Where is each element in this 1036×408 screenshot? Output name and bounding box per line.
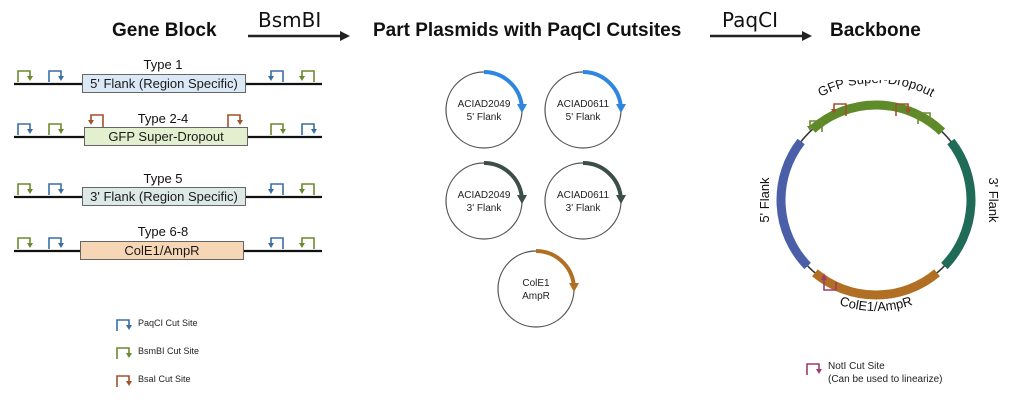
insert-arc: [535, 249, 576, 285]
bsmbi-cut-site-icon: [17, 183, 33, 195]
plasmid-name: ACIAD2049: [457, 190, 511, 201]
part-plasmid: ColE1 AmpR: [496, 249, 579, 329]
plasmid-part: 3' Flank: [466, 203, 502, 214]
paqci-cut-site-icon: [116, 319, 132, 331]
backbone-title: Backbone: [830, 20, 921, 41]
plasmid-circle: [497, 249, 579, 328]
gfp-segment: [809, 100, 946, 135]
type-label: Type 1: [143, 57, 183, 72]
insert-arrowhead: [517, 104, 527, 113]
plasmid-part: AmpR: [522, 291, 550, 302]
noti-cut-site-icon: [806, 363, 822, 375]
plasmid-part: 5' Flank: [565, 112, 601, 123]
noti-cut-site-icon: [821, 273, 837, 291]
flank5-segment: [776, 138, 811, 270]
plasmid-name: ACIAD0611: [556, 190, 610, 201]
bsmbi-cut-site-icon: [270, 123, 286, 135]
insert-arrowhead: [616, 104, 626, 113]
insert-arrowhead: [517, 195, 527, 204]
paqci-step-label: PaqCI: [722, 8, 778, 32]
paqci-cut-site-icon: [301, 123, 317, 135]
noti-legend-label: NotI Cut Site: [828, 361, 885, 372]
gfp-segment-label: GFP Super-Dropout: [815, 80, 937, 100]
bsmbi-cut-site-icon: [299, 183, 315, 195]
bsmbi-cut-site-icon: [917, 112, 933, 124]
part-box-5-flank: 5' Flank (Region Specific): [82, 74, 246, 93]
flank5-segment-label: 5' Flank: [760, 177, 772, 223]
plasmid-circle: [544, 161, 626, 240]
plasmid-name: ACIAD2049: [457, 99, 511, 110]
insert-arc: [582, 70, 623, 106]
paqci-process-arrow: [710, 31, 812, 41]
bsmbi-step-label: BsmBI: [258, 8, 322, 32]
plasmid-part: 5' Flank: [466, 112, 502, 123]
bsmbi-process-arrow: [248, 31, 350, 41]
bsmbi-cut-site-icon: [17, 237, 33, 249]
plasmid-part: 3' Flank: [565, 203, 601, 214]
paqci-glyph: [116, 319, 132, 331]
plasmid-name: ACIAD0611: [556, 99, 610, 110]
noti-legend-note: (Can be used to linearize): [828, 374, 943, 385]
insert-arc: [483, 161, 524, 197]
insert-arrowhead: [569, 283, 579, 292]
bsai-glyph: [116, 375, 132, 387]
insert-arc: [582, 161, 623, 197]
part-box-gfp-dropout: GFP Super-Dropout: [84, 127, 248, 146]
legend-label: BsaI Cut Site: [138, 374, 191, 384]
part-plasmid: ACIAD2049 5' Flank: [444, 70, 527, 150]
paqci-cut-site-icon: [48, 70, 64, 82]
cole1-segment-label: ColE1/AmpR: [838, 293, 914, 314]
bsmbi-cut-site-icon: [48, 123, 64, 135]
cole1-segment: [812, 269, 940, 300]
noti-glyph: [806, 363, 822, 375]
bsai-cut-site-icon: [831, 103, 847, 116]
plasmid-circle: [445, 70, 527, 149]
paqci-cut-site-icon: [48, 183, 64, 195]
flank3-segment-label: 3' Flank: [986, 177, 1001, 223]
bsmbi-cut-site-icon: [807, 120, 823, 132]
paqci-cut-site-icon: [17, 123, 33, 135]
type-label: Type 6-8: [137, 224, 189, 239]
part-box-3-flank: 3' Flank (Region Specific): [82, 187, 246, 206]
paqci-cut-site-icon: [48, 237, 64, 249]
bsmbi-glyph: [116, 347, 132, 359]
bsai-cut-site-icon: [895, 103, 911, 116]
insert-arc: [483, 70, 524, 106]
part-plasmid: ACIAD2049 3' Flank: [444, 161, 527, 241]
bsmbi-cut-site-icon: [17, 70, 33, 82]
type-label: Type 5: [143, 171, 183, 186]
part-box-cole1-ampr: ColE1/AmpR: [80, 241, 244, 260]
insert-arrowhead: [616, 195, 626, 204]
bsai-cut-site-icon: [88, 114, 104, 127]
backbone-ring: [780, 104, 972, 296]
part-plasmid: ACIAD0611 5' Flank: [543, 70, 626, 150]
plasmid-circle: [544, 70, 626, 149]
bsmbi-cut-site-icon: [116, 347, 132, 359]
gene-block-title: Gene Block: [112, 20, 217, 41]
bsmbi-cut-site-icon: [299, 70, 315, 82]
legend-label: BsmBI Cut Site: [138, 346, 200, 356]
bsai-cut-site-icon: [116, 375, 132, 387]
part-plasmids-title: Part Plasmids with PaqCI Cutsites: [373, 20, 682, 41]
legend-label: PaqCI Cut Site: [138, 318, 198, 328]
paqci-cut-site-icon: [268, 183, 284, 195]
plasmid-name: ColE1: [522, 278, 550, 289]
bsmbi-cut-site-icon: [299, 237, 315, 249]
bsai-cut-site-icon: [227, 114, 243, 127]
backbone-plasmid-map: GFP Super-DropoutColE1/AmpR 3' Flank 5' Fl…: [760, 80, 1001, 314]
plasmid-circle: [445, 161, 527, 240]
part-plasmid: ACIAD0611 3' Flank: [543, 161, 626, 241]
flank3-segment: [941, 138, 976, 270]
paqci-cut-site-icon: [268, 237, 284, 249]
paqci-cut-site-icon: [268, 70, 284, 82]
type-label: Type 2-4: [137, 111, 189, 126]
